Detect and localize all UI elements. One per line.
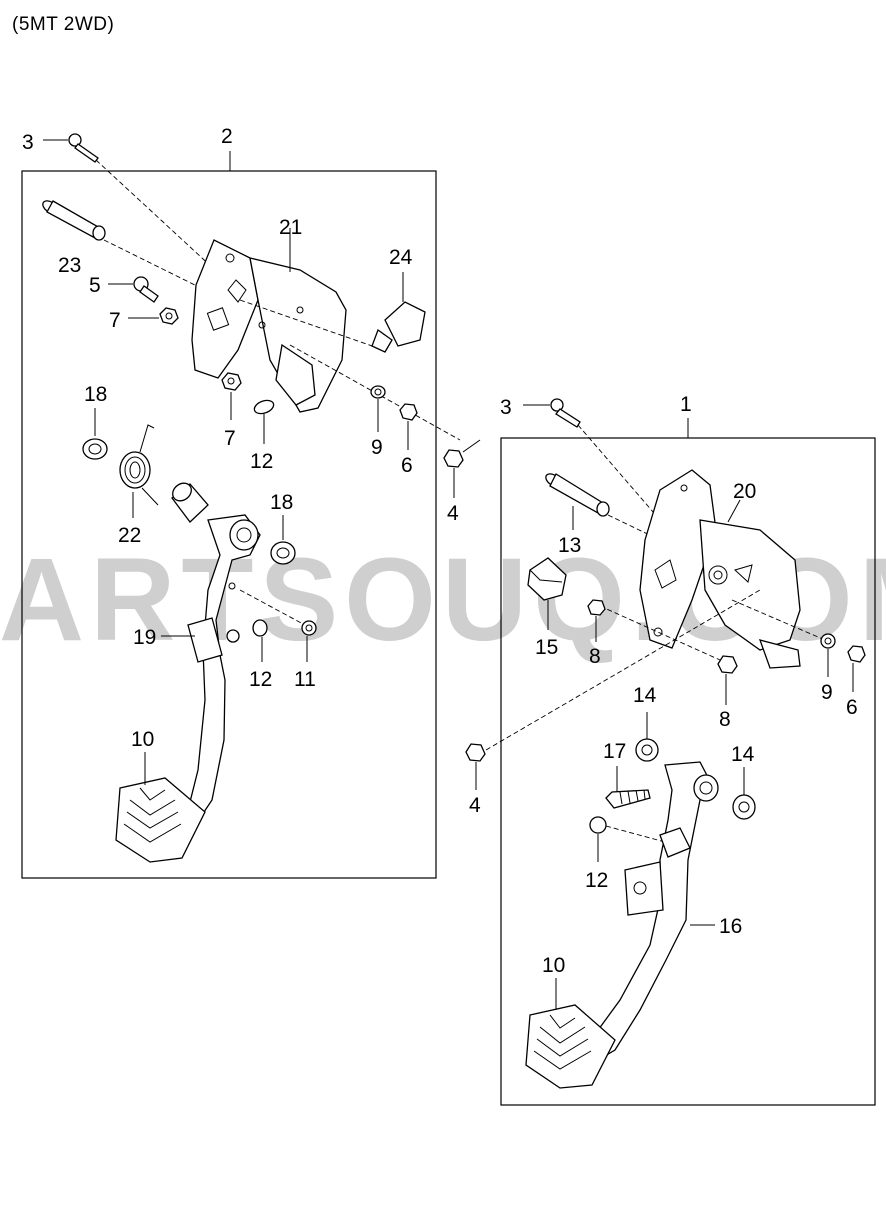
- left-bushing-18-upper: [82, 408, 108, 460]
- callout-13: 13: [558, 534, 581, 557]
- callout-23: 23: [58, 254, 81, 277]
- callout-12-right: 12: [585, 869, 608, 892]
- left-spring-22: [119, 424, 159, 518]
- callout-21: 21: [279, 216, 302, 239]
- callout-10-left: 10: [131, 728, 154, 751]
- callout-15: 15: [535, 636, 558, 659]
- callout-6-left: 6: [401, 454, 413, 477]
- right-brake-pedal-16: [525, 761, 719, 1089]
- callout-7-lower: 7: [224, 427, 236, 450]
- right-pivot-bolt-13: [545, 473, 610, 530]
- left-pivot-bolt-23: [42, 200, 106, 241]
- right-bracket-20: [639, 469, 801, 669]
- left-clip-12-lower: [252, 619, 268, 662]
- callout-9-left: 9: [371, 436, 383, 459]
- callout-5: 5: [89, 274, 101, 297]
- callout-4-right: 4: [469, 794, 481, 817]
- callout-24: 24: [389, 246, 413, 269]
- callout-4-left: 4: [447, 502, 459, 525]
- callout-16: 16: [719, 915, 742, 938]
- right-nut-8-lower: [717, 655, 738, 705]
- left-switch-24: [371, 272, 426, 353]
- left-bolt-3: [43, 133, 99, 163]
- left-nut-7-upper: [128, 307, 179, 325]
- callout-14-right: 14: [731, 743, 755, 766]
- left-nut-6: [399, 403, 418, 450]
- right-nut-6: [847, 645, 866, 692]
- right-assembly: 3 1 20 13 15 8 8 9 6 4 14 14 17 12 16 10: [465, 393, 876, 1106]
- right-bolt-3: [523, 398, 581, 428]
- callout-12-upper: 12: [250, 450, 273, 473]
- left-clip-12-upper: [253, 399, 275, 444]
- right-bushing-9: [820, 633, 836, 677]
- left-bolt-5: [108, 276, 159, 303]
- left-nut-7-lower: [221, 372, 242, 420]
- callout-8-lower: 8: [719, 708, 731, 731]
- right-switch-15: [527, 557, 567, 630]
- right-spring-17: [605, 766, 651, 809]
- header-note: (5MT 2WD): [12, 14, 115, 35]
- left-nut-4: [443, 439, 481, 498]
- left-assembly-frame: [21, 170, 437, 879]
- right-nut-8-left: [587, 599, 606, 642]
- left-bracket-21: [191, 228, 347, 413]
- callout-7-upper: 7: [109, 309, 121, 332]
- callout-20: 20: [733, 480, 756, 503]
- callout-3-right: 3: [500, 396, 512, 419]
- right-nut-4: [465, 743, 486, 790]
- right-bushing-14-left: [635, 712, 659, 762]
- callout-19: 19: [133, 626, 156, 649]
- callout-18-lower: 18: [270, 491, 293, 514]
- callout-22: 22: [118, 524, 141, 547]
- right-ball-12: [589, 816, 607, 862]
- callout-3-left: 3: [22, 131, 34, 154]
- left-bushing-11: [301, 620, 317, 662]
- callout-10-right: 10: [542, 954, 565, 977]
- left-assembly: 3 2 23 21 24 5 7 7 12 9 6 4 18 22 18 19 …: [21, 125, 481, 879]
- callout-8-left: 8: [589, 645, 601, 668]
- callout-6-right: 6: [846, 696, 858, 719]
- left-clutch-pedal: [115, 514, 261, 863]
- callout-18-upper: 18: [84, 383, 107, 406]
- callout-11: 11: [294, 668, 316, 691]
- right-bushing-14-right: [732, 767, 756, 820]
- left-pivot-sleeve: [171, 482, 209, 523]
- callout-2: 2: [221, 125, 233, 148]
- callout-12-lower: 12: [249, 668, 272, 691]
- callout-17: 17: [603, 740, 626, 763]
- callout-1: 1: [680, 393, 692, 416]
- callout-9-right: 9: [821, 681, 833, 704]
- left-bushing-9: [370, 385, 386, 432]
- left-bushing-18-lower: [270, 515, 296, 565]
- callout-14-left: 14: [633, 684, 657, 707]
